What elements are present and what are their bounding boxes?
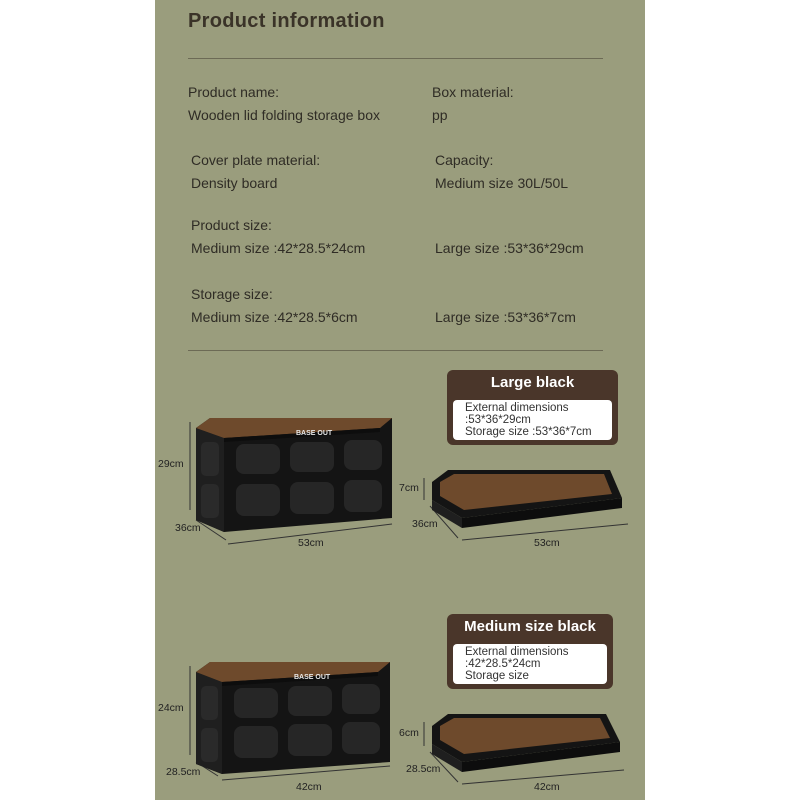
large-folded-width-label: 53cm [534, 537, 560, 549]
product-name-label: Product name: [188, 84, 280, 100]
large-card-title: Large black [490, 374, 575, 391]
medium-depth-label: 28.5cm [166, 766, 201, 778]
product-size-label: Product size: [191, 217, 272, 233]
product-size-medium: Medium size :42*28.5*24cm [191, 240, 366, 256]
capacity-value: Medium size 30L/50L [435, 175, 569, 191]
medium-card-title: Medium size black [464, 618, 596, 635]
large-card-details: External dimensions :53*36*29cm Storage … [453, 400, 612, 440]
page-title: Product information [188, 10, 385, 32]
medium-card-details: External dimensions :42*28.5*24cm Storag… [453, 644, 607, 684]
large-black-card: Large black External dimensions :53*36*2… [447, 370, 618, 445]
medium-height-label: 24cm [158, 702, 184, 714]
large-height-label: 29cm [158, 458, 184, 470]
cover-material-value: Density board [191, 175, 278, 191]
product-size-large: Large size :53*36*29cm [435, 240, 584, 256]
medium-folded-height-label: 6cm [399, 727, 419, 739]
box-material-value: pp [432, 107, 448, 123]
bottom-divider [188, 350, 603, 351]
capacity-label: Capacity: [435, 152, 494, 168]
medium-box-brand: BASE OUT [294, 674, 331, 681]
storage-size-medium: Medium size :42*28.5*6cm [191, 309, 358, 325]
medium-black-card: Medium size black External dimensions :4… [447, 614, 613, 689]
large-width-label: 53cm [298, 537, 324, 549]
large-dimensions-line1: External dimensions [465, 402, 569, 414]
large-box-brand: BASE OUT [296, 430, 333, 437]
storage-size-label: Storage size: [191, 286, 273, 302]
large-folded-depth-label: 36cm [412, 518, 438, 530]
large-dimensions-line2: :53*36*29cm [465, 414, 531, 426]
large-depth-label: 36cm [175, 522, 201, 534]
storage-size-large: Large size :53*36*7cm [435, 309, 576, 325]
top-divider [188, 58, 603, 59]
medium-folded-width-label: 42cm [534, 781, 560, 793]
large-storage-line: Storage size :53*36*7cm [465, 426, 592, 438]
product-name-value: Wooden lid folding storage box [188, 107, 380, 123]
cover-material-label: Cover plate material: [191, 152, 321, 168]
medium-dimensions-line2: :42*28.5*24cm [465, 658, 541, 670]
medium-folded-depth-label: 28.5cm [406, 763, 441, 775]
medium-storage-line: Storage size [465, 670, 529, 682]
medium-width-label: 42cm [296, 781, 322, 793]
large-folded-height-label: 7cm [399, 482, 419, 494]
medium-dimensions-line1: External dimensions [465, 646, 569, 658]
box-material-label: Box material: [432, 84, 514, 100]
